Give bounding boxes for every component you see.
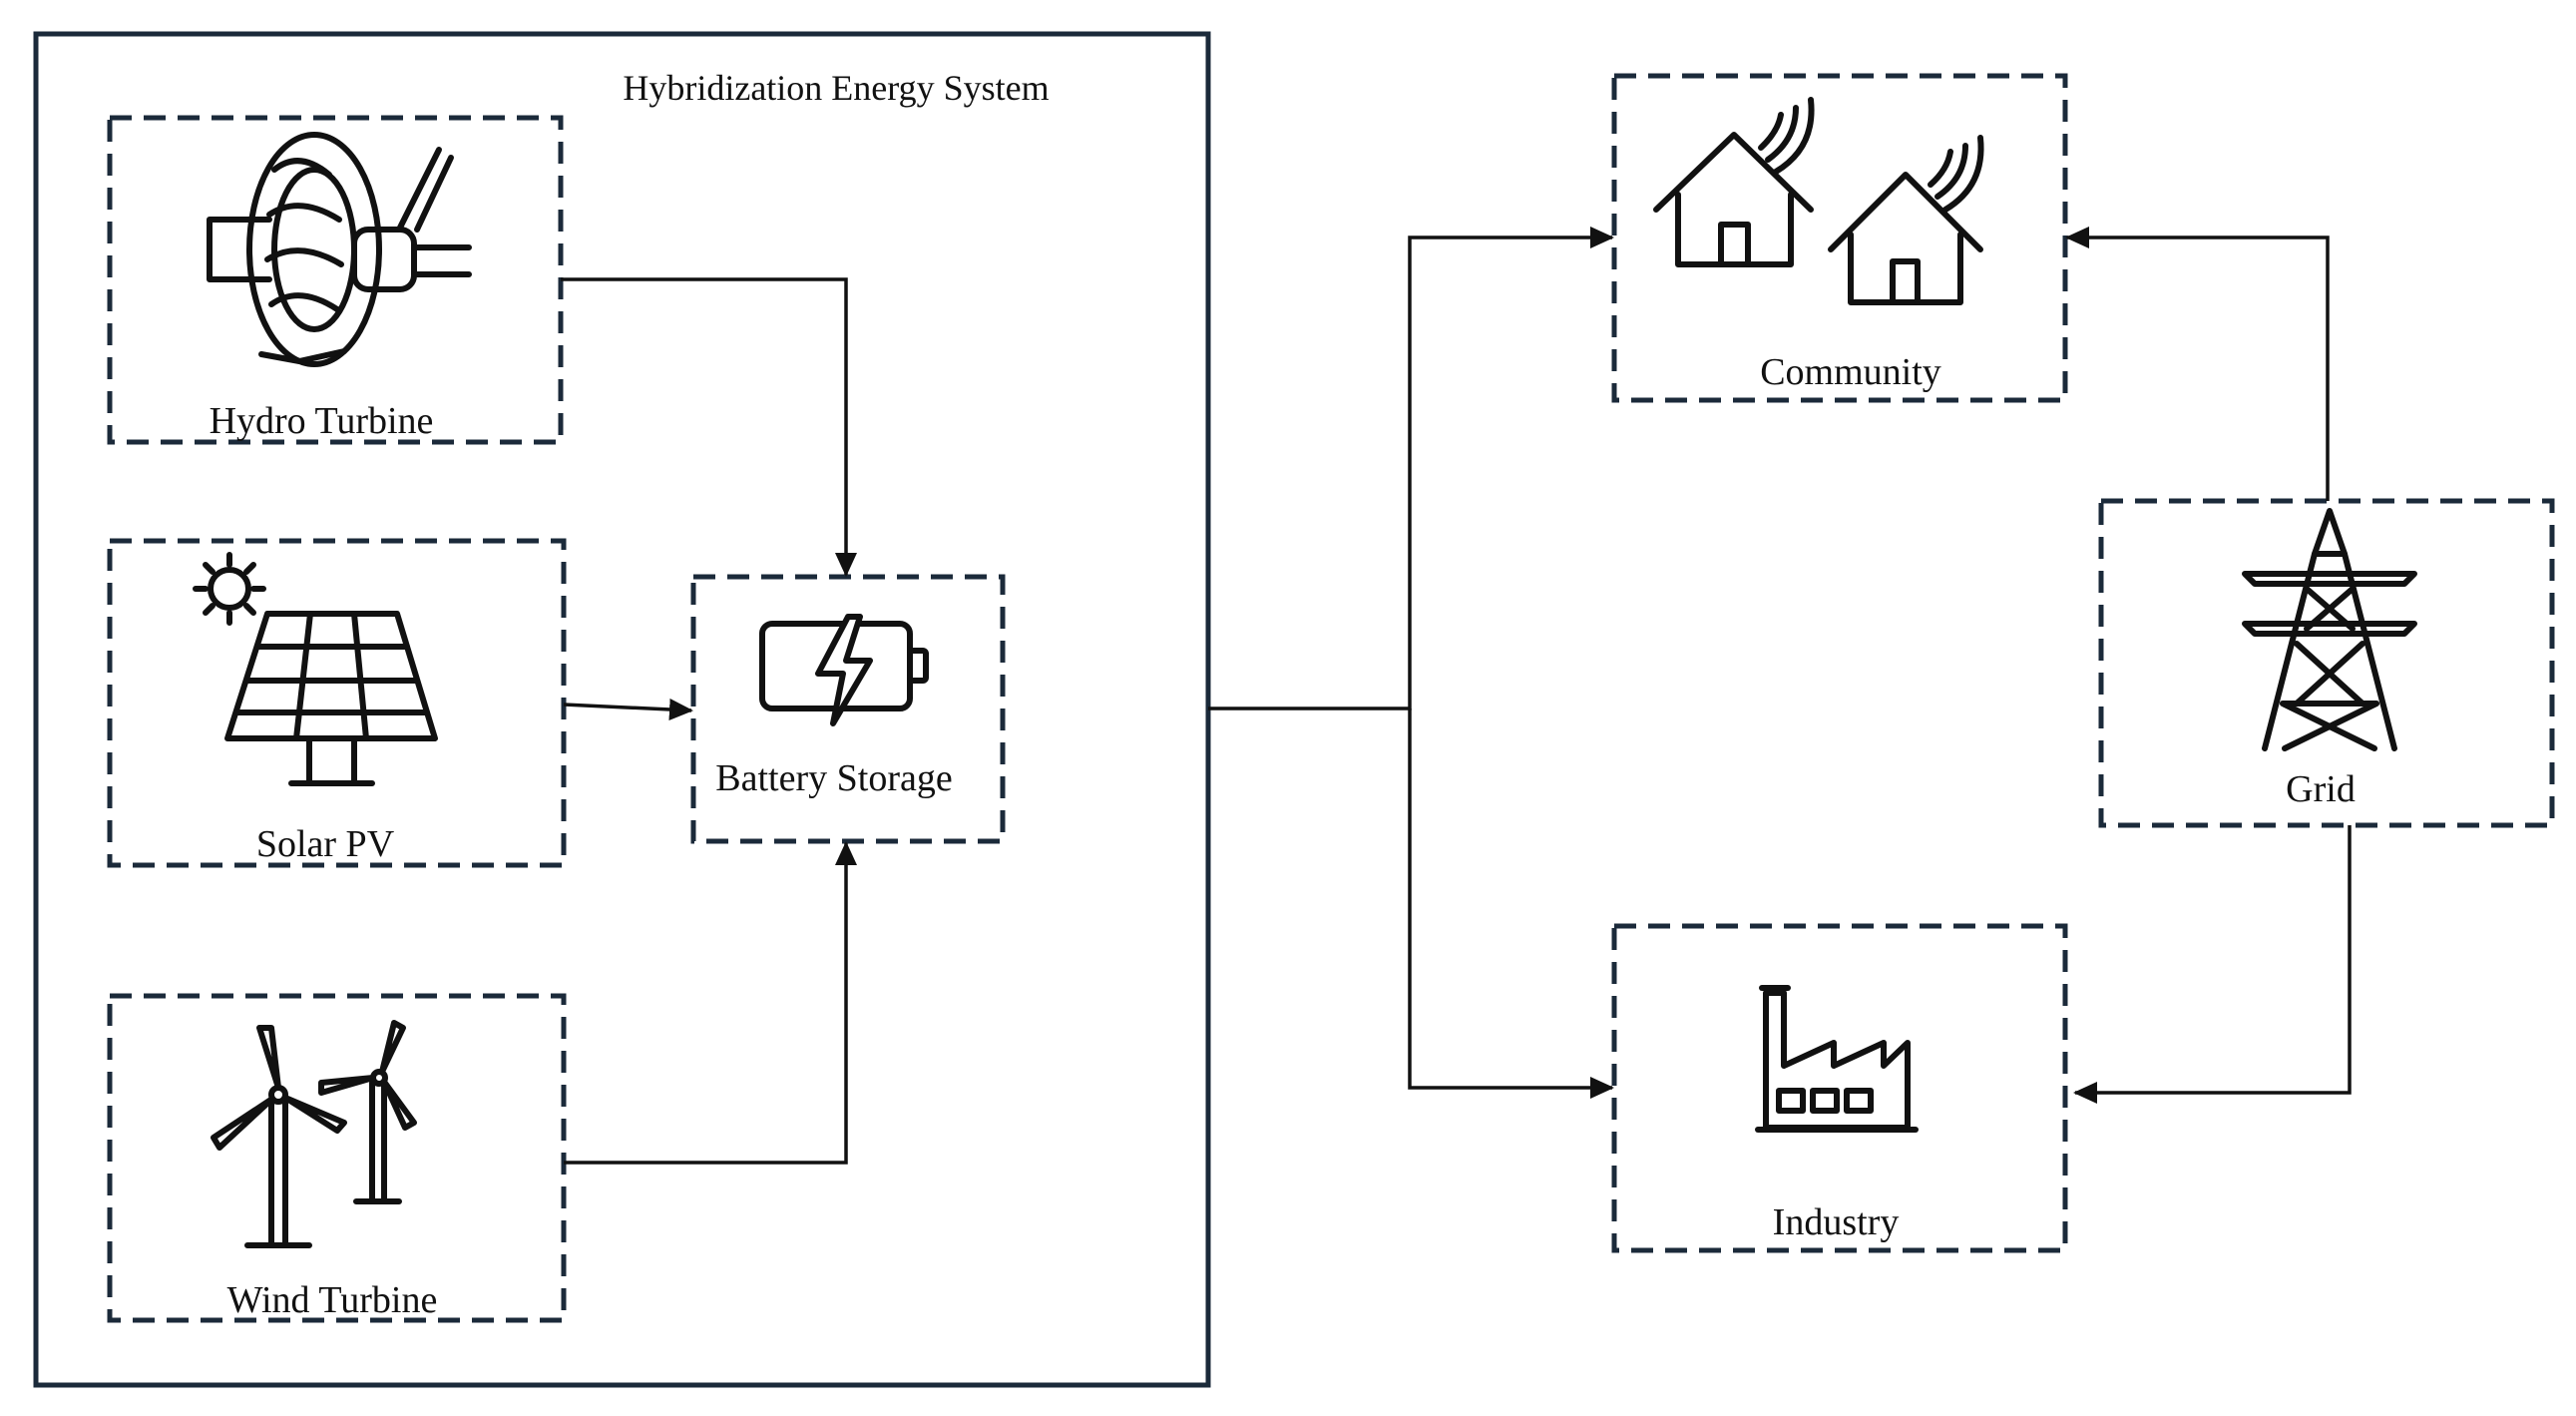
community-node: Community: [1611, 73, 2068, 403]
industry-box: [1611, 923, 2068, 1253]
sun-icon: [193, 552, 266, 626]
grid-node: Grid: [2098, 498, 2555, 828]
battery-storage-label: Battery Storage: [715, 757, 952, 799]
battery-charging-icon: [759, 614, 929, 726]
battery-storage-node: Battery Storage: [690, 574, 1006, 844]
solar-pv-label: Solar PV: [256, 823, 395, 865]
smart-house-icon: [1653, 97, 1984, 305]
wind-turbine-node: Wind Turbine: [107, 993, 567, 1323]
edge-solar-to-battery: [563, 698, 693, 720]
system-title: Hybridization Energy System: [623, 68, 1049, 108]
hydro-turbine-icon: [207, 132, 472, 367]
solar-pv-node: Solar PV: [107, 538, 567, 868]
wind-turbine-box: [107, 993, 567, 1323]
edge-wind-to-battery: [564, 841, 857, 1165]
solar-pv-box: [107, 538, 567, 868]
transmission-tower-icon: [2242, 508, 2417, 751]
industry-label: Industry: [1773, 1201, 1900, 1243]
edge-hydro-to-battery: [561, 277, 857, 577]
wind-turbine-icon: [211, 1020, 417, 1248]
factory-icon: [1755, 985, 1919, 1133]
hydro-turbine-label: Hydro Turbine: [210, 400, 434, 442]
community-label: Community: [1760, 351, 1941, 393]
hydro-turbine-node: Hydro Turbine: [107, 115, 564, 445]
edge-system-to-community: [1208, 227, 1614, 710]
wind-turbine-label: Wind Turbine: [227, 1279, 438, 1321]
edge-system-to-industry: [1408, 708, 1614, 1099]
edge-grid-to-community: [2065, 227, 2330, 501]
hydro-turbine-box: [107, 115, 564, 445]
industry-node: Industry: [1611, 923, 2068, 1253]
grid-label: Grid: [2286, 768, 2356, 810]
edge-grid-to-industry: [2073, 825, 2352, 1104]
solar-panel-icon: [224, 611, 438, 786]
